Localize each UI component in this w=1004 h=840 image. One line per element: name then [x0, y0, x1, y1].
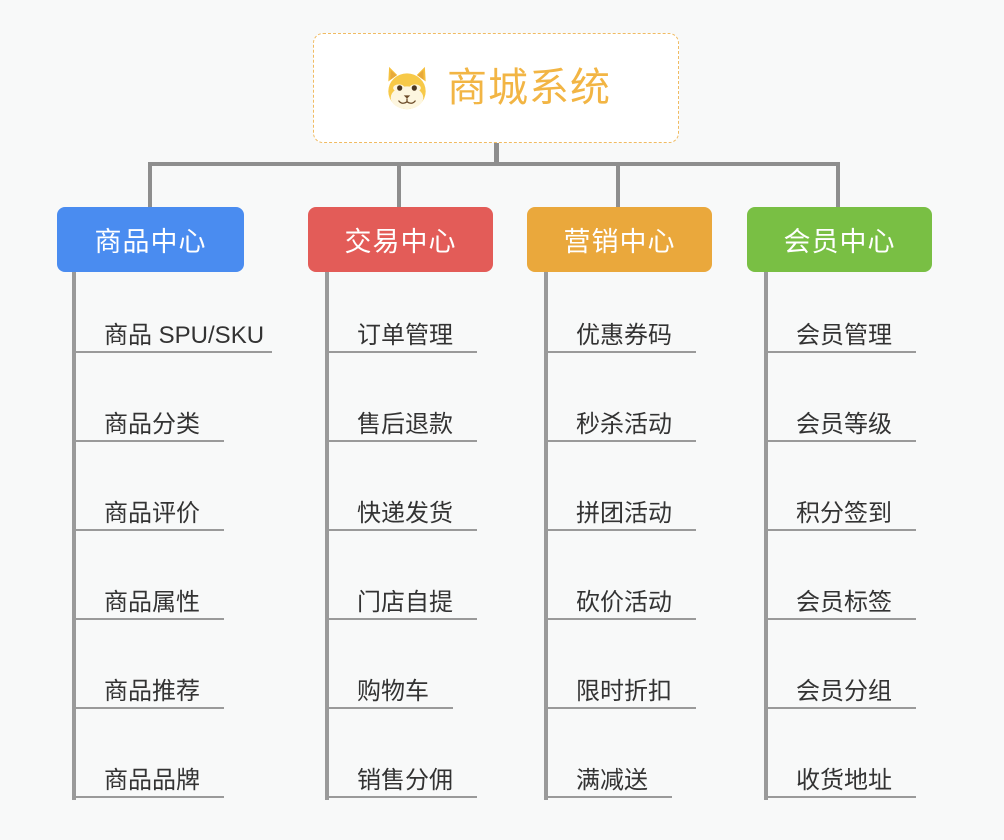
category-title-marketing-center: 营销中心 — [563, 227, 676, 257]
leaf-item[interactable]: 销售分佣 — [325, 752, 477, 798]
leaf-label: 购物车 — [357, 677, 429, 705]
leaf-label: 商品评价 — [104, 499, 200, 527]
connector-drop-marketing-center — [616, 162, 620, 207]
leaf-label: 拼团活动 — [576, 499, 672, 527]
leaf-item[interactable]: 商品 SPU/SKU — [72, 307, 272, 353]
leaf-item[interactable]: 门店自提 — [325, 574, 477, 620]
connector-drop-trade-center — [397, 162, 401, 207]
leaf-item[interactable]: 满减送 — [544, 752, 672, 798]
leaf-label: 商品属性 — [104, 588, 200, 616]
leaf-label: 积分签到 — [796, 499, 892, 527]
leaf-item[interactable]: 订单管理 — [325, 307, 477, 353]
leaf-item[interactable]: 商品评价 — [72, 485, 224, 531]
trunk-trade-center — [325, 272, 329, 800]
leaf-item[interactable]: 会员分组 — [764, 663, 916, 709]
leaf-item[interactable]: 购物车 — [325, 663, 453, 709]
category-title-member-center: 会员中心 — [783, 227, 896, 257]
leaf-label: 会员分组 — [796, 677, 892, 705]
leaf-label: 售后退款 — [357, 410, 453, 438]
leaf-label: 商品品牌 — [104, 766, 200, 794]
leaf-item[interactable]: 会员等级 — [764, 396, 916, 442]
leaf-item[interactable]: 秒杀活动 — [544, 396, 696, 442]
leaf-item[interactable]: 拼团活动 — [544, 485, 696, 531]
trunk-product-center — [72, 272, 76, 800]
connector-root-stem — [494, 143, 499, 165]
dog-face-icon — [381, 62, 433, 114]
leaf-item[interactable]: 快递发货 — [325, 485, 477, 531]
leaf-item[interactable]: 砍价活动 — [544, 574, 696, 620]
leaf-item[interactable]: 商品品牌 — [72, 752, 224, 798]
leaf-label: 会员等级 — [796, 410, 892, 438]
category-box-marketing-center[interactable]: 营销中心 — [527, 207, 712, 272]
category-title-product-center: 商品中心 — [94, 227, 207, 257]
leaf-item[interactable]: 商品属性 — [72, 574, 224, 620]
trunk-marketing-center — [544, 272, 548, 800]
leaf-label: 限时折扣 — [576, 677, 672, 705]
leaf-label: 商品 SPU/SKU — [104, 321, 265, 349]
leaf-item[interactable]: 会员标签 — [764, 574, 916, 620]
leaf-item[interactable]: 积分签到 — [764, 485, 916, 531]
leaf-label: 商品分类 — [104, 410, 200, 438]
category-box-product-center[interactable]: 商品中心 — [57, 207, 244, 272]
category-title-trade-center: 交易中心 — [344, 227, 457, 257]
leaf-item[interactable]: 商品分类 — [72, 396, 224, 442]
leaf-label: 门店自提 — [357, 588, 453, 616]
category-box-member-center[interactable]: 会员中心 — [747, 207, 932, 272]
leaf-item[interactable]: 收货地址 — [764, 752, 916, 798]
leaf-label: 收货地址 — [796, 766, 892, 794]
root-title: 商城系统 — [447, 66, 611, 110]
connector-drop-product-center — [148, 162, 152, 207]
leaf-label: 会员管理 — [796, 321, 892, 349]
leaf-label: 满减送 — [576, 766, 648, 794]
leaf-item[interactable]: 会员管理 — [764, 307, 916, 353]
leaf-item[interactable]: 商品推荐 — [72, 663, 224, 709]
leaf-label: 销售分佣 — [357, 766, 453, 794]
leaf-label: 订单管理 — [357, 321, 453, 349]
leaf-label: 商品推荐 — [104, 677, 200, 705]
leaf-item[interactable]: 售后退款 — [325, 396, 477, 442]
connector-drop-member-center — [836, 162, 840, 207]
root-node[interactable]: 商城系统 — [313, 33, 679, 143]
trunk-member-center — [764, 272, 768, 800]
category-box-trade-center[interactable]: 交易中心 — [308, 207, 493, 272]
leaf-item[interactable]: 优惠券码 — [544, 307, 696, 353]
leaf-label: 砍价活动 — [576, 588, 672, 616]
connector-horizontal-bus — [148, 162, 840, 166]
leaf-label: 快递发货 — [357, 499, 453, 527]
leaf-item[interactable]: 限时折扣 — [544, 663, 696, 709]
leaf-label: 秒杀活动 — [576, 410, 672, 438]
leaf-label: 优惠券码 — [576, 321, 672, 349]
leaf-label: 会员标签 — [796, 588, 892, 616]
